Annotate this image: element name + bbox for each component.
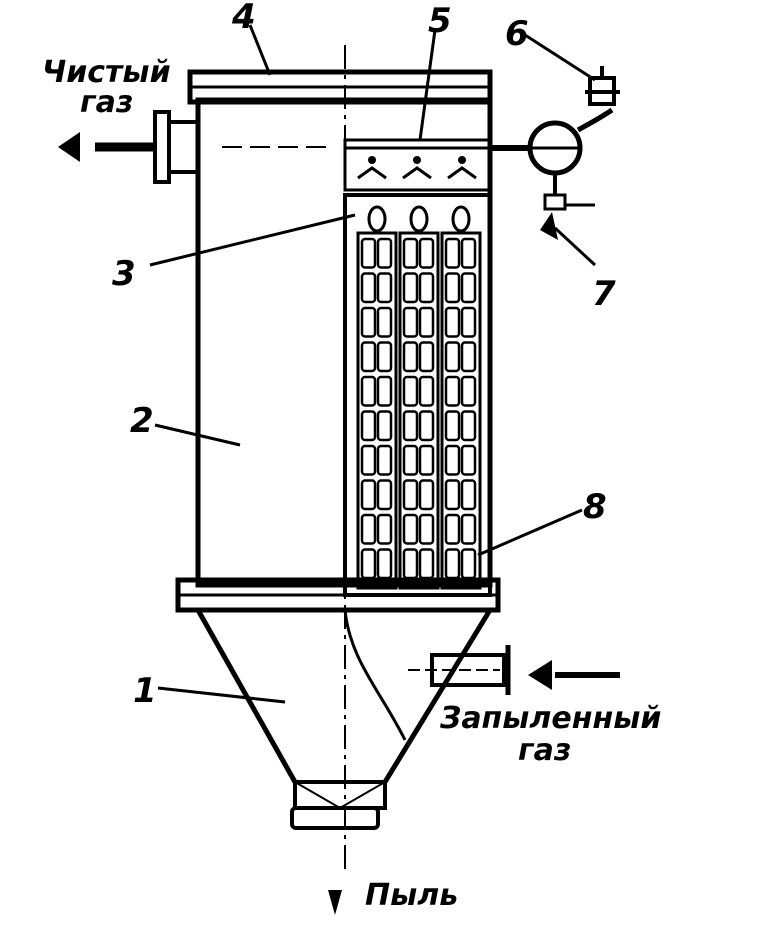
sleeve-cell (360, 341, 377, 373)
hopper (195, 608, 493, 830)
dusty-gas-arrow-icon (528, 660, 552, 690)
sleeve-cell (402, 341, 419, 373)
sleeve-cell (376, 444, 393, 476)
filter-housing (175, 69, 501, 613)
sleeve-head (409, 205, 429, 233)
sleeve-cell (360, 444, 377, 476)
clean-gas-label-line1: Чистый (42, 55, 171, 90)
sleeve-cell (376, 410, 393, 442)
callout-1: 1 (133, 671, 157, 711)
sleeve-cell (402, 272, 419, 304)
sleeve-cell (460, 444, 477, 476)
sleeve-head (451, 205, 471, 233)
sleeve-cell (402, 513, 419, 545)
sleeve-cell (418, 479, 435, 511)
callout-6: 6 (505, 14, 529, 54)
sleeve-cell (418, 548, 435, 580)
callout-7: 7 (592, 274, 616, 314)
sleeve-cell (418, 375, 435, 407)
nozzles (357, 156, 477, 180)
sleeve-cell (444, 272, 461, 304)
sleeve-cell (418, 341, 435, 373)
sleeve-cell (418, 513, 435, 545)
filter-sleeves (356, 205, 482, 590)
sleeve-cell (460, 548, 477, 580)
dusty-gas-label-line1: Запыленный (439, 701, 661, 736)
callout-2: 2 (130, 401, 154, 441)
sleeve-cell (460, 306, 477, 338)
sleeve-cell (444, 306, 461, 338)
callout-5: 5 (428, 1, 452, 41)
sleeve-cell (360, 479, 377, 511)
sleeve-cell (444, 479, 461, 511)
sleeve-cell (360, 548, 377, 580)
sleeve-cell (460, 513, 477, 545)
sleeve-cell (360, 306, 377, 338)
callout-labels: 4 5 6 3 2 7 8 1 (112, 0, 616, 711)
dusty-gas-label-line2: газ (518, 733, 571, 768)
sleeve-cell (376, 479, 393, 511)
sleeve-cell (460, 272, 477, 304)
sleeve-cell (444, 341, 461, 373)
sleeve-column (398, 231, 440, 590)
sleeve-cell (376, 306, 393, 338)
sleeve-head (367, 205, 387, 233)
sleeve-cell (460, 237, 477, 269)
dusty-gas-inlet (408, 645, 620, 695)
sleeve-cell (402, 548, 419, 580)
sleeve-cell (444, 375, 461, 407)
sleeve-cell (402, 375, 419, 407)
sleeve-cell (444, 237, 461, 269)
collector (343, 138, 500, 192)
sleeve-cell (376, 375, 393, 407)
sleeve-column (356, 231, 398, 590)
sleeve-cell (360, 513, 377, 545)
sleeve-cell (360, 237, 377, 269)
sleeve-cell (444, 513, 461, 545)
clean-gas-label-line2: газ (80, 85, 133, 120)
sleeve-column (440, 231, 482, 590)
dust-label: Пыль (365, 878, 458, 913)
sleeve-cell (418, 410, 435, 442)
sleeve-cell (460, 410, 477, 442)
dust-outlet (290, 806, 380, 830)
sleeve-cell (402, 444, 419, 476)
callout-8: 8 (583, 487, 607, 527)
sleeve-cell (418, 444, 435, 476)
callout-3: 3 (112, 254, 136, 294)
sleeve-cell (402, 306, 419, 338)
sleeve-cell (402, 237, 419, 269)
sleeve-cell (444, 444, 461, 476)
sleeve-cell (402, 410, 419, 442)
sleeve-cell (376, 272, 393, 304)
sleeve-cell (444, 548, 461, 580)
sleeve-cell (376, 513, 393, 545)
sleeve-cell (460, 341, 477, 373)
leader-lines (149, 24, 597, 704)
sleeve-cell (376, 341, 393, 373)
sleeve-cell (360, 410, 377, 442)
sleeve-cell (460, 375, 477, 407)
sleeve-cell (376, 548, 393, 580)
clean-gas-outlet (58, 110, 200, 184)
dust-arrow-icon (328, 890, 342, 915)
pulse-valve-assembly (490, 66, 620, 240)
callout-4: 4 (231, 0, 256, 37)
sleeve-frame (343, 193, 492, 597)
sleeve-cell (360, 375, 377, 407)
sleeve-cell (360, 272, 377, 304)
sleeve-cell (444, 410, 461, 442)
sleeve-cell (418, 237, 435, 269)
text-labels: Чистый газ Запыленный газ Пыль (42, 55, 661, 913)
sleeve-cell (418, 272, 435, 304)
sleeve-cell (402, 479, 419, 511)
sleeve-cell (376, 237, 393, 269)
clean-gas-arrow-icon (58, 132, 80, 162)
sleeve-cell (418, 306, 435, 338)
sleeve-cell (460, 479, 477, 511)
